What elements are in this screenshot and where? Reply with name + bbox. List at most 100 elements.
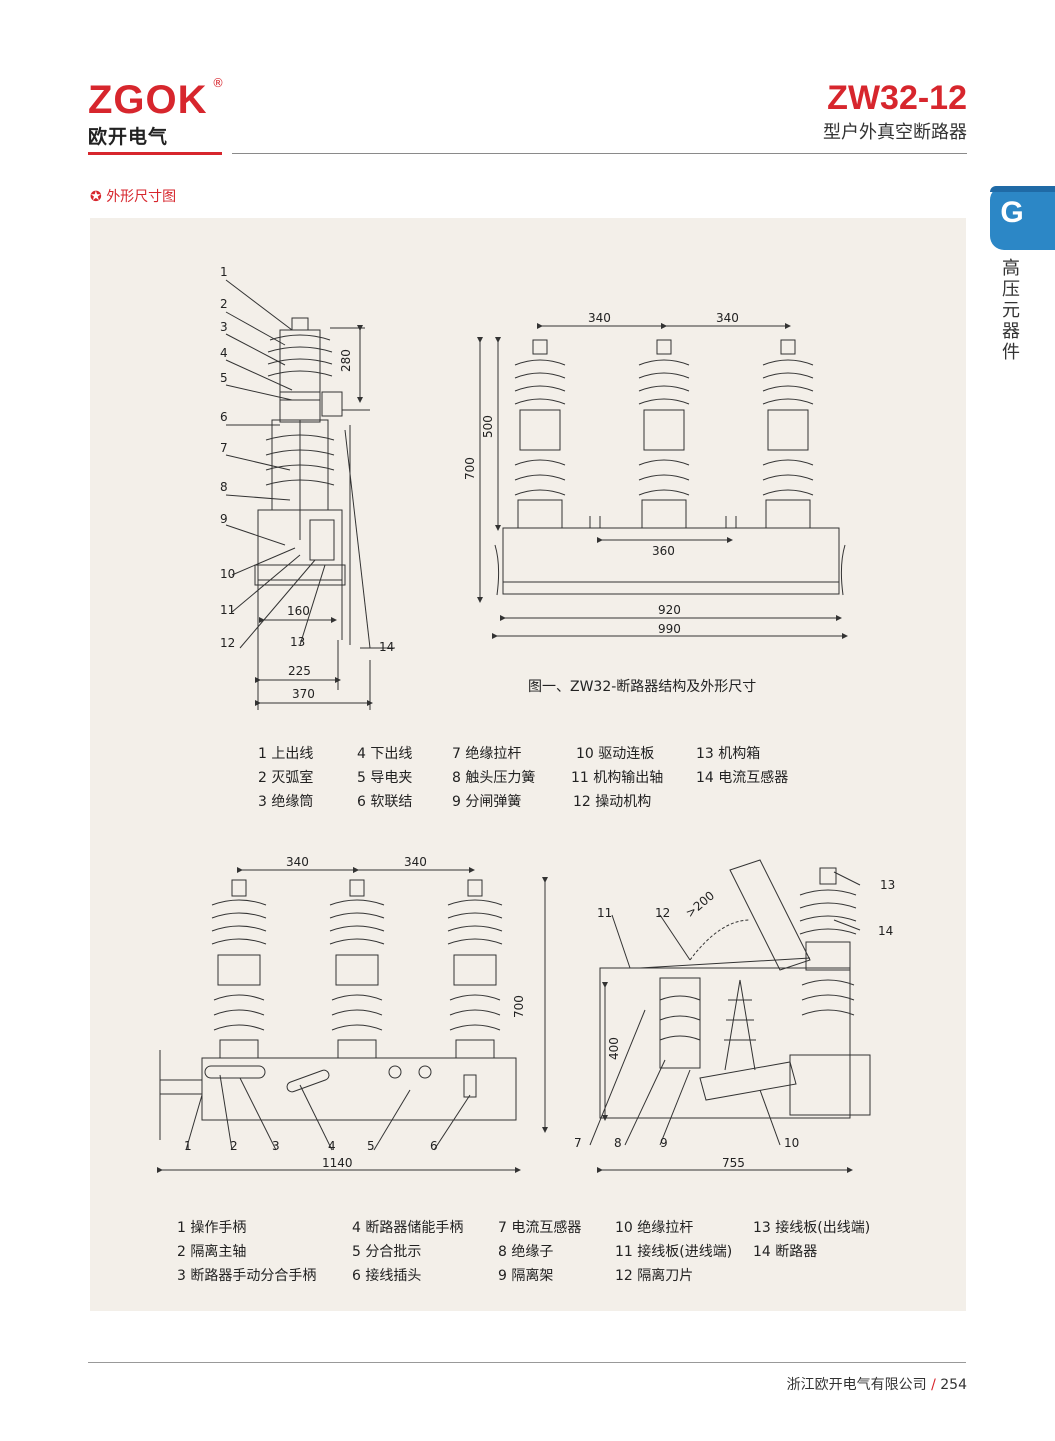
callout-number: 7 (574, 1136, 582, 1150)
logo-underline (88, 152, 222, 155)
dimension-label: 700 (463, 457, 477, 480)
legend-item: 9 分闸弹簧 (452, 794, 522, 810)
legend-item: 14 电流互感器 (696, 770, 789, 786)
legend-item: 5 分合批示 (352, 1244, 422, 1260)
callout-number: 8 (220, 480, 228, 494)
category-letter: G (1000, 196, 1024, 229)
brand-logo: ZGOK ® 欧开电气 (88, 76, 228, 149)
model-code: ZW32-12 (827, 79, 967, 117)
dimension-label: 280 (339, 349, 353, 372)
callout-number: 10 (784, 1136, 799, 1150)
callout-number: 14 (379, 640, 394, 654)
legend-item: 11 机构输出轴 (571, 770, 664, 786)
legend-item: 5 导电夹 (357, 770, 413, 786)
dimension-label: 340 (588, 311, 611, 325)
gear-bullet-icon: ✪ (90, 189, 102, 205)
dimension-label: 370 (292, 687, 315, 701)
legend-item: 12 隔离刀片 (615, 1268, 694, 1284)
callout-number: 9 (660, 1136, 668, 1150)
callout-number: 1 (184, 1139, 192, 1153)
callout-number: 3 (220, 320, 228, 334)
company-name: 浙江欧开电气有限公司 (786, 1377, 927, 1393)
model-name: 型户外真空断路器 (823, 122, 967, 143)
callout-number: 11 (220, 603, 235, 617)
dimension-label: 160 (287, 604, 310, 618)
footer-slash: / (931, 1377, 936, 1393)
fig1-front-view (477, 323, 848, 639)
dimension-label: 500 (481, 415, 495, 438)
callout-number: 10 (220, 567, 235, 581)
legend-item: 10 绝缘拉杆 (615, 1220, 694, 1236)
category-name: 高压元器件 (1002, 258, 1020, 363)
fig1-front-labels: 340 340 500 700 360 920 990 (463, 311, 739, 636)
callout-number: 12 (220, 636, 235, 650)
page-number: 254 (940, 1377, 967, 1393)
dimension-label: 340 (404, 855, 427, 869)
header-divider (232, 153, 967, 154)
callout-number: 4 (328, 1139, 336, 1153)
legend-item: 13 接线板(出线端) (753, 1220, 871, 1236)
section-title: 外形尺寸图 (106, 189, 177, 205)
fig2-front-labels: 340 340 700 1140 1 2 3 4 5 6 (184, 855, 526, 1170)
dimension-label: 340 (716, 311, 739, 325)
fig2-front-view (157, 867, 548, 1173)
legend-item: 8 触头压力簧 (452, 770, 536, 786)
legend-item: 9 隔离架 (498, 1268, 554, 1284)
legend-item: 6 软联结 (357, 794, 413, 810)
figure1-caption: 图一、ZW32-断路器结构及外形尺寸 (528, 679, 757, 695)
fig2-side-view (589, 859, 871, 1173)
callout-number: 12 (655, 906, 670, 920)
section-heading: ✪ 外形尺寸图 (90, 186, 176, 206)
dimension-label: 700 (512, 995, 526, 1018)
fig2-side-labels: >200 400 755 7 8 9 10 11 12 13 14 (574, 878, 895, 1170)
callout-number: 5 (367, 1139, 375, 1153)
callout-number: 7 (220, 441, 228, 455)
callout-number: 13 (880, 878, 895, 892)
legend-item: 4 下出线 (357, 746, 413, 762)
legend-item: 1 操作手柄 (177, 1220, 247, 1236)
legend-item: 3 绝缘筒 (258, 794, 314, 810)
legend-item: 13 机构箱 (696, 746, 761, 762)
callout-number: 2 (230, 1139, 238, 1153)
legend-item: 12 操动机构 (573, 794, 652, 810)
fig1-side-labels: 1 2 3 4 5 6 7 8 9 10 11 12 13 14 280 160… (220, 265, 394, 701)
dimension-label: 1140 (322, 1156, 353, 1170)
dimension-label: 755 (722, 1156, 745, 1170)
legend-item: 6 接线插头 (352, 1268, 422, 1284)
callout-number: 14 (878, 924, 893, 938)
fig1-side-view (225, 279, 395, 710)
category-tab[interactable] (990, 186, 1055, 250)
callout-number: 11 (597, 906, 612, 920)
dimension-label: 400 (607, 1037, 621, 1060)
brand-name-cn: 欧开电气 (88, 126, 169, 148)
legend-item: 8 绝缘子 (498, 1244, 554, 1260)
callout-number: 9 (220, 512, 228, 526)
callout-number: 13 (290, 635, 305, 649)
legend-item: 4 断路器储能手柄 (352, 1220, 464, 1236)
brand-name: ZGOK (88, 78, 208, 122)
callout-number: 1 (220, 265, 228, 279)
callout-number: 6 (430, 1139, 438, 1153)
legend-item: 10 驱动连板 (576, 746, 655, 762)
dimension-label: 360 (652, 544, 675, 558)
dimension-label: 920 (658, 603, 681, 617)
legend-item: 3 断路器手动分合手柄 (177, 1268, 317, 1284)
page-footer: 浙江欧开电气有限公司 / 254 (787, 1374, 967, 1394)
legend-item: 14 断路器 (753, 1244, 818, 1260)
category-tab-accent (990, 186, 1055, 192)
legend-item: 7 绝缘拉杆 (452, 746, 522, 762)
footer-divider (88, 1362, 966, 1363)
dimension-label: 340 (286, 855, 309, 869)
dimension-label: 225 (288, 664, 311, 678)
callout-number: 8 (614, 1136, 622, 1150)
legend-item: 2 隔离主轴 (177, 1244, 247, 1260)
dimension-label: 990 (658, 622, 681, 636)
legend-item: 11 接线板(进线端) (615, 1244, 733, 1260)
dimension-label: >200 (683, 888, 717, 920)
callout-number: 2 (220, 297, 228, 311)
legend-item: 7 电流互感器 (498, 1220, 582, 1236)
callout-number: 4 (220, 346, 228, 360)
legend-item: 1 上出线 (258, 746, 314, 762)
callout-number: 5 (220, 371, 228, 385)
